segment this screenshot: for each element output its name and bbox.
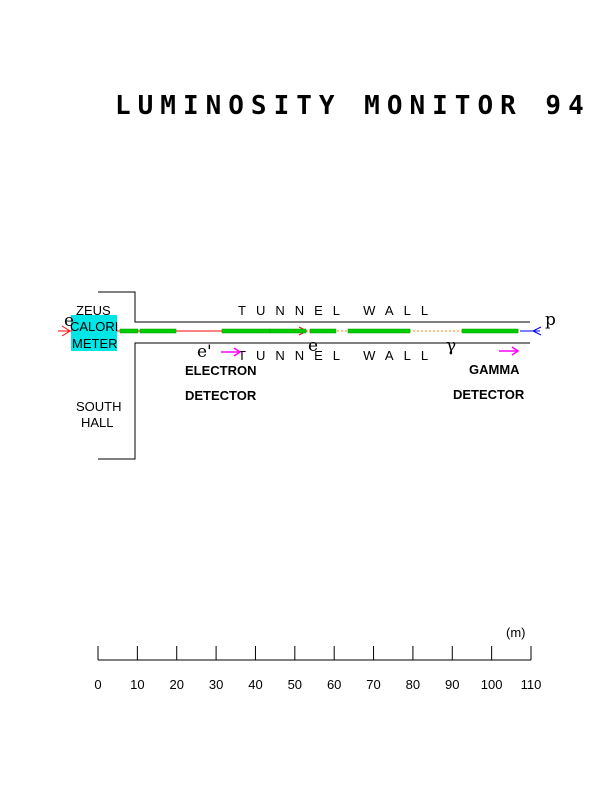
- scale-tick-label: 90: [445, 677, 459, 692]
- magnet-2: [139, 328, 177, 334]
- scale-tick-label: 0: [94, 677, 101, 692]
- electron-detector-label-line2: DETECTOR: [185, 388, 257, 403]
- magnet-5: [309, 328, 337, 334]
- scale-tick-label: 80: [406, 677, 420, 692]
- south-hall-label-line1: SOUTH: [76, 399, 122, 414]
- proton-beam-arrowhead: [531, 326, 542, 336]
- scale-tick-label: 110: [521, 677, 542, 692]
- south-hall-label-line2: HALL: [81, 415, 114, 430]
- south-hall-outline: [98, 291, 530, 460]
- scattered-electron-label: e': [197, 342, 212, 362]
- tunnel-wall-upper-label: TUNNEL WALL: [238, 303, 438, 318]
- electron-beam-arrowhead: [61, 325, 71, 337]
- scale-unit-label: (m): [506, 625, 526, 640]
- magnet-4: [269, 328, 307, 334]
- magnet-6: [347, 328, 411, 334]
- proton-beam-label: p: [545, 310, 556, 330]
- calorimeter-label-line1: ZEUS: [76, 303, 111, 318]
- scale-tick-label: 50: [288, 677, 302, 692]
- zeus-calorimeter-block: [71, 315, 117, 351]
- magnet-7: [461, 328, 519, 334]
- distance-scale: 0 10 20 30 40 50 60 70 80 90 100 110 (m): [94, 625, 541, 692]
- tunnel-wall-lower-label: TUNNEL WALL: [238, 348, 438, 363]
- electron-detector-arrow-icon: [221, 347, 242, 357]
- electron-beam-label: e: [64, 311, 74, 331]
- diagram-title: LUMINOSITY MONITOR 94: [115, 91, 591, 121]
- calorimeter-label-line2: CALORI: [70, 319, 118, 334]
- magnet-3: [221, 328, 271, 334]
- gamma-detector-label-line1: GAMMA: [469, 362, 520, 377]
- electron-mid-label: e: [308, 336, 318, 356]
- scale-tick-label: 100: [481, 677, 503, 692]
- scale-tick-label: 40: [248, 677, 262, 692]
- gamma-detector-arrow-icon: [499, 346, 520, 356]
- magnet-1: [119, 328, 139, 334]
- calorimeter-label-line3: METER: [72, 336, 118, 351]
- electron-detector-label-line1: ELECTRON: [185, 363, 257, 378]
- beam-magnets: [119, 328, 519, 334]
- gamma-detector-label-line2: DETECTOR: [453, 387, 525, 402]
- scale-tick-label: 20: [169, 677, 183, 692]
- scale-ticks: [97, 646, 532, 660]
- scale-tick-label: 60: [327, 677, 341, 692]
- gamma-label: γ: [446, 336, 456, 356]
- scale-tick-label: 30: [209, 677, 223, 692]
- scale-tick-label: 70: [366, 677, 380, 692]
- detector-arrows: [221, 346, 520, 357]
- scale-tick-label: 10: [130, 677, 144, 692]
- scale-tick-labels: 0 10 20 30 40 50 60 70 80 90 100 110: [94, 677, 541, 692]
